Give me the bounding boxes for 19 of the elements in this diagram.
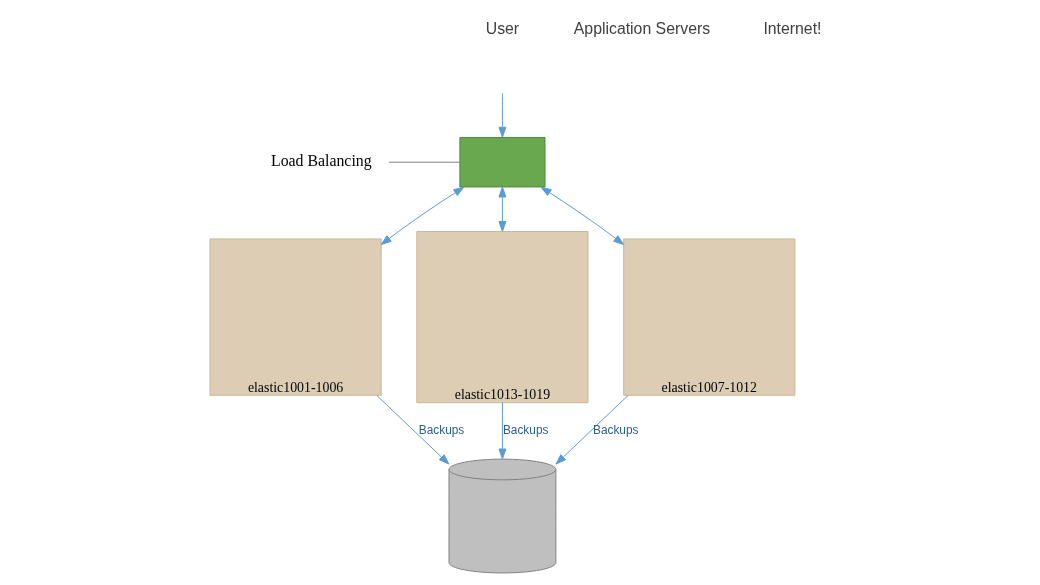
node-box: elastic1013-1019 [416, 231, 589, 404]
edge-label: Backups [502, 423, 549, 437]
edge-label: Backups [418, 423, 465, 437]
arrow [376, 394, 450, 465]
arrow [555, 394, 629, 465]
node-text: Load Balancing [270, 151, 372, 169]
label: Internet! [763, 19, 822, 37]
arrow [498, 186, 507, 232]
arrow [498, 92, 507, 138]
arrow [540, 186, 625, 246]
node-box: elastic1007-1012 [623, 238, 796, 396]
node-box [459, 136, 546, 188]
label: User [485, 19, 520, 37]
label: Application Servers [573, 19, 711, 37]
connector [388, 161, 461, 163]
arrow [498, 402, 507, 460]
edge-label: Backups [593, 423, 639, 437]
node-box: elastic1001-1006 [209, 238, 382, 396]
arrow [380, 186, 465, 246]
